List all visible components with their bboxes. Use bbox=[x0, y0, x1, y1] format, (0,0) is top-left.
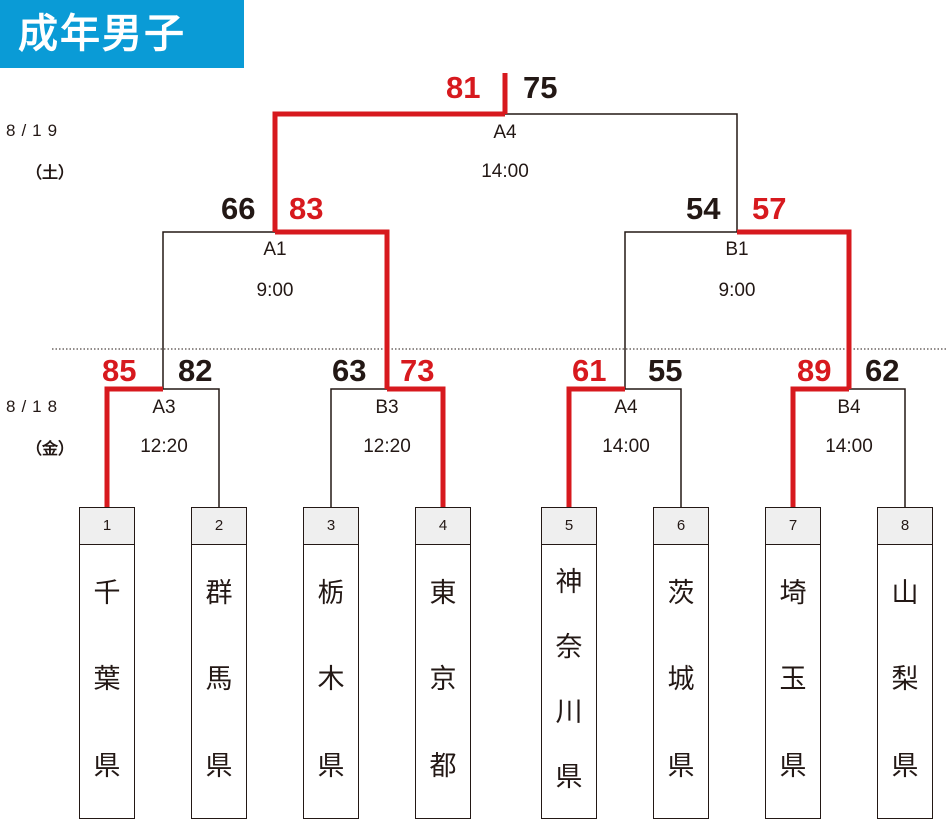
final-right-score: 75 bbox=[523, 70, 558, 105]
final-lines bbox=[505, 113, 738, 232]
win-path-team7 bbox=[790, 386, 849, 507]
sf-b1-court: B1 bbox=[725, 239, 749, 260]
sf-a1-right-score: 83 bbox=[289, 191, 324, 226]
date-day1: 8/18 bbox=[6, 397, 64, 416]
semifinal-lines bbox=[162, 231, 737, 389]
team-box-7: 7 埼玉県 bbox=[765, 507, 821, 819]
r1-b4-time: 14:00 bbox=[825, 436, 873, 457]
round1-lines bbox=[163, 388, 906, 507]
team-box-6: 6 茨城県 bbox=[653, 507, 709, 819]
team-seed: 3 bbox=[304, 508, 358, 545]
line-team6 bbox=[625, 388, 682, 507]
r1-a4-left-score: 61 bbox=[572, 353, 607, 388]
line-final-right bbox=[505, 113, 738, 232]
win-path-team1 bbox=[104, 386, 163, 507]
win-path-team5 bbox=[566, 386, 625, 507]
team-box-2: 2 群馬県 bbox=[191, 507, 247, 819]
r1-a4-time: 14:00 bbox=[602, 436, 650, 457]
team-box-1: 1 千葉県 bbox=[79, 507, 135, 819]
line-team2 bbox=[163, 388, 220, 507]
r1-b3-time: 12:20 bbox=[363, 436, 411, 457]
r1-a3-court: A3 bbox=[152, 397, 176, 418]
sf-b1-right-score: 57 bbox=[752, 191, 787, 226]
team-name: 茨城県 bbox=[667, 578, 695, 782]
r1-a3-left-score: 85 bbox=[102, 353, 137, 388]
sf-b1-left-score: 54 bbox=[686, 191, 721, 226]
weekday-day1: （金） bbox=[26, 439, 75, 458]
r1-a4-right-score: 55 bbox=[648, 353, 683, 388]
r1-b4-court: B4 bbox=[837, 397, 861, 418]
team-seed: 1 bbox=[80, 508, 134, 545]
r1-b3-right-score: 73 bbox=[400, 353, 435, 388]
team-name: 山梨県 bbox=[891, 578, 919, 782]
win-path-team4 bbox=[387, 386, 446, 507]
final-time: 14:00 bbox=[481, 161, 529, 182]
team-seed: 5 bbox=[542, 508, 596, 545]
winner-paths bbox=[104, 73, 852, 507]
win-path-final-left bbox=[272, 111, 505, 232]
page-title: 成年男子 bbox=[0, 0, 244, 68]
line-sf-b1-left bbox=[624, 231, 737, 389]
r1-a3-right-score: 82 bbox=[178, 353, 213, 388]
r1-b4-right-score: 62 bbox=[865, 353, 900, 388]
team-name: 群馬県 bbox=[205, 578, 233, 782]
team-name: 千葉県 bbox=[93, 578, 121, 782]
r1-b3-court: B3 bbox=[375, 397, 399, 418]
team-name: 埼玉県 bbox=[779, 578, 807, 782]
team-box-5: 5 神奈川県 bbox=[541, 507, 597, 819]
team-box-3: 3 栃木県 bbox=[303, 507, 359, 819]
final-court: A4 bbox=[493, 122, 517, 143]
r1-b3-left-score: 63 bbox=[332, 353, 367, 388]
team-box-8: 8 山梨県 bbox=[877, 507, 933, 819]
r1-a4-court: A4 bbox=[614, 397, 638, 418]
sf-b1-time: 9:00 bbox=[718, 280, 756, 301]
team-seed: 8 bbox=[878, 508, 932, 545]
win-path-sf-a1 bbox=[275, 229, 390, 389]
team-seed: 7 bbox=[766, 508, 820, 545]
line-team8 bbox=[849, 388, 906, 507]
final-left-score: 81 bbox=[446, 70, 481, 105]
r1-a3-time: 12:20 bbox=[140, 436, 188, 457]
team-seed: 4 bbox=[416, 508, 470, 545]
sf-a1-court: A1 bbox=[263, 239, 287, 260]
date-day2: 8/19 bbox=[6, 121, 64, 140]
team-name: 神奈川県 bbox=[555, 567, 583, 793]
r1-b4-left-score: 89 bbox=[797, 353, 832, 388]
team-name: 栃木県 bbox=[317, 578, 345, 782]
win-path-sf-b1 bbox=[737, 229, 852, 389]
line-team3 bbox=[330, 388, 387, 507]
team-seed: 2 bbox=[192, 508, 246, 545]
sf-a1-time: 9:00 bbox=[256, 280, 294, 301]
line-sf-a1-left bbox=[162, 231, 275, 389]
weekday-day2: （土） bbox=[26, 163, 75, 182]
team-name: 東京都 bbox=[429, 578, 457, 782]
team-seed: 6 bbox=[654, 508, 708, 545]
team-box-4: 4 東京都 bbox=[415, 507, 471, 819]
sf-a1-left-score: 66 bbox=[221, 191, 256, 226]
